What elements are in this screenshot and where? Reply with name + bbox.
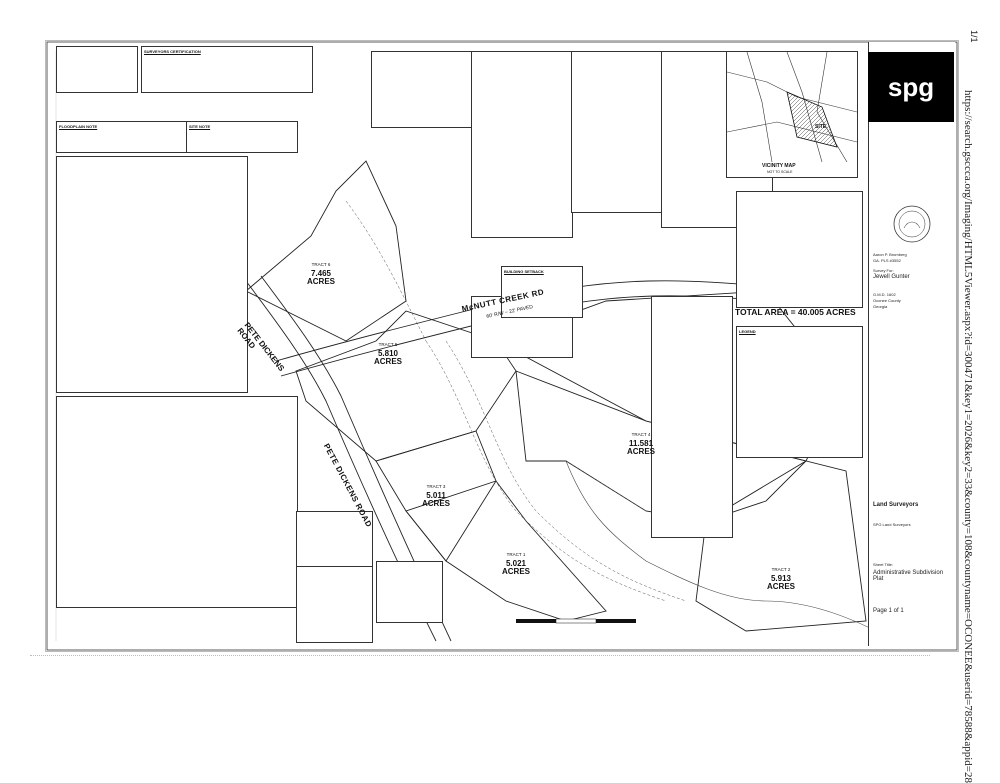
tract-4-unit: ACRES [626, 447, 655, 456]
tract-1-unit: ACRES [501, 567, 530, 576]
total-area-label: TOTAL AREA = 40.005 ACRES [735, 307, 856, 317]
tract-3-label: TRACT 3 5.011 ACRES [406, 483, 466, 509]
tract-5-unit: ACRES [373, 357, 402, 366]
surveyors-certification-block: SURVEYORS CERTIFICATION [141, 46, 313, 93]
building-setback-title: BUILDING SETBACK [504, 269, 544, 274]
gmd-label: G.M.D. 1602 [873, 292, 896, 297]
tract-5-area: 5.810 [377, 348, 399, 358]
firm-label: Land Surveyors [873, 502, 919, 508]
line-table-top-1 [371, 51, 473, 128]
site-note-title: SITE NOTE [189, 124, 211, 129]
notice-block [296, 511, 373, 568]
tract-6-name: TRACT 6 [311, 262, 331, 267]
tract-2-label: TRACT 2 5.913 ACRES [751, 566, 811, 592]
side-url-text: https://search.gsccca.org/Imaging/HTML5V… [962, 90, 974, 783]
vicinity-map-subtitle: NOT TO SCALE [767, 170, 793, 174]
signature-block [296, 566, 373, 643]
spg-logo: spg [868, 52, 954, 122]
tract-3-area: 5.011 [426, 490, 446, 500]
floodplain-note-block: FLOODPLAIN NOTE [56, 121, 188, 153]
sheet-title-label: Sheet Title: [873, 562, 894, 567]
tract-4-name: TRACT 4 [631, 432, 651, 437]
tract-2-unit: ACRES [766, 582, 795, 591]
title-block: Aaron P. Bromberg GA. PLS #3552 Survey F… [868, 42, 955, 646]
tract-2-area: 5.913 [770, 573, 792, 583]
line-table-left-upper [56, 156, 248, 393]
line-table-top-3 [571, 51, 673, 213]
site-note-block: SITE NOTE [186, 121, 298, 153]
tract-1-name: TRACT 1 [506, 552, 526, 557]
building-setback-block: BUILDING SETBACK [501, 266, 583, 318]
tract-3-name: TRACT 3 [426, 484, 446, 489]
surveyor-name: Aaron P. Bromberg [873, 252, 907, 257]
tract-1-area: 5.021 [505, 558, 527, 568]
tract-3-unit: ACRES [421, 499, 450, 508]
page-number: 1/1 [969, 30, 979, 43]
line-table-top-2 [471, 51, 573, 238]
tract-5-name: TRACT 5 [378, 342, 398, 347]
survey-for-value: Jewell Gunter [873, 274, 910, 280]
vicinity-map-title: VICINITY MAP [762, 163, 796, 169]
tract-2-name: TRACT 2 [771, 567, 791, 572]
page-of-pages: Page 1 of 1 [873, 608, 904, 614]
county-label: Oconee County [873, 298, 901, 303]
firm-full-name: SPG Land Surveyors [873, 522, 911, 527]
surveyor-registration: GA. PLS #3552 [873, 258, 901, 263]
tract-6-label: TRACT 6 7.465 ACRES [291, 261, 351, 287]
tract-4-area: 11.581 [628, 438, 654, 448]
state-label: Georgia [873, 304, 888, 309]
plat-sheet: SURVEYORS CERTIFICATION FLOODPLAIN NOTE … [45, 40, 959, 652]
surveyors-certification-title: SURVEYORS CERTIFICATION [144, 49, 201, 54]
tract-1-label: TRACT 1 5.021 ACRES [486, 551, 546, 577]
legend-block: LEGEND [736, 326, 863, 458]
tract-5-label: TRACT 5 5.810 ACRES [358, 341, 418, 367]
line-table-right [651, 296, 733, 538]
floodplain-note-title: FLOODPLAIN NOTE [59, 124, 98, 129]
survey-for-label: Survey For: [873, 268, 894, 273]
tract-6-area: 7.465 [310, 268, 332, 278]
vicinity-site-label: SITE [815, 124, 827, 130]
vicinity-map: SITE VICINITY MAP NOT TO SCALE [726, 51, 858, 178]
general-notes-block [736, 191, 863, 308]
sheet-title-value: Administrative Subdivision Plat [873, 570, 944, 582]
recording-info-block [56, 46, 138, 93]
bottom-divider [30, 655, 930, 656]
tract-4-label: TRACT 4 11.581 ACRES [611, 431, 671, 457]
vicinity-map-drawing [726, 51, 858, 163]
surveyor-seal-icon [893, 205, 931, 243]
approval-block [376, 561, 443, 623]
tract-6-unit: ACRES [306, 277, 335, 286]
line-table-left-lower [56, 396, 298, 608]
legend-title: LEGEND [739, 329, 756, 334]
